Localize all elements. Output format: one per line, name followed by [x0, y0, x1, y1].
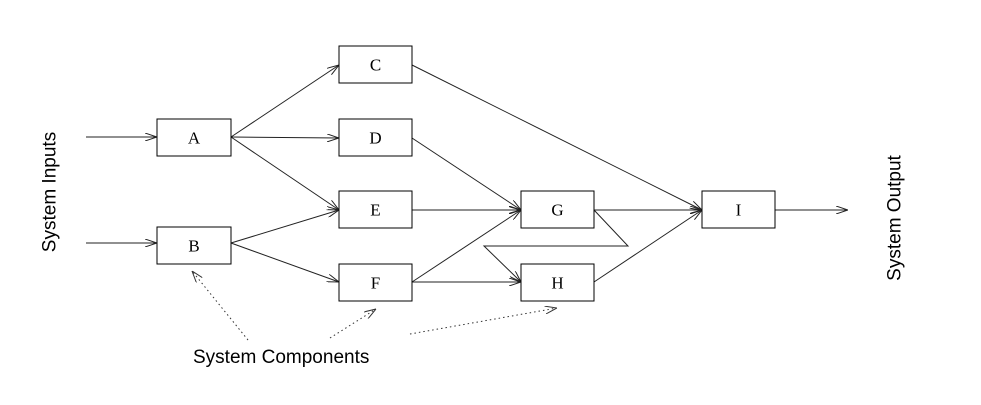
node-b-label: B [188, 237, 199, 256]
system-inputs-label: System Inputs [40, 132, 61, 252]
edge-a-d [230, 137, 339, 138]
node-f: F [338, 263, 413, 302]
node-a: A [156, 118, 232, 157]
node-c: C [338, 45, 413, 84]
pointer-to-h [409, 308, 557, 335]
system-output-label: System Output [885, 154, 906, 280]
pointer-to-b [192, 271, 249, 341]
edge-c-i [411, 64, 702, 210]
node-e-label: E [370, 201, 380, 220]
edge-b-e [230, 210, 339, 244]
node-h: H [520, 263, 595, 302]
edge-g-h [482, 209, 630, 282]
node-d: D [338, 118, 413, 157]
edge-a-c [230, 65, 339, 138]
edge-h-i [593, 210, 702, 283]
node-h-label: H [551, 274, 563, 293]
node-d-label: D [369, 129, 381, 148]
edges [86, 65, 848, 282]
node-i-label: I [736, 201, 742, 220]
node-c-label: C [370, 56, 381, 75]
edge-b-f [230, 242, 339, 282]
component-pointers [192, 271, 557, 341]
node-f-label: F [371, 274, 380, 293]
edge-f-g [411, 210, 521, 283]
pointer-to-f [329, 309, 376, 339]
node-g: G [520, 190, 595, 229]
node-b: B [156, 226, 232, 265]
node-e: E [338, 190, 413, 229]
node-i: I [701, 190, 776, 229]
system-components-label: System Components [193, 347, 369, 368]
edge-d-g [411, 137, 521, 210]
node-g-label: G [551, 201, 563, 220]
edge-a-e [230, 136, 339, 210]
node-a-label: A [188, 129, 201, 148]
